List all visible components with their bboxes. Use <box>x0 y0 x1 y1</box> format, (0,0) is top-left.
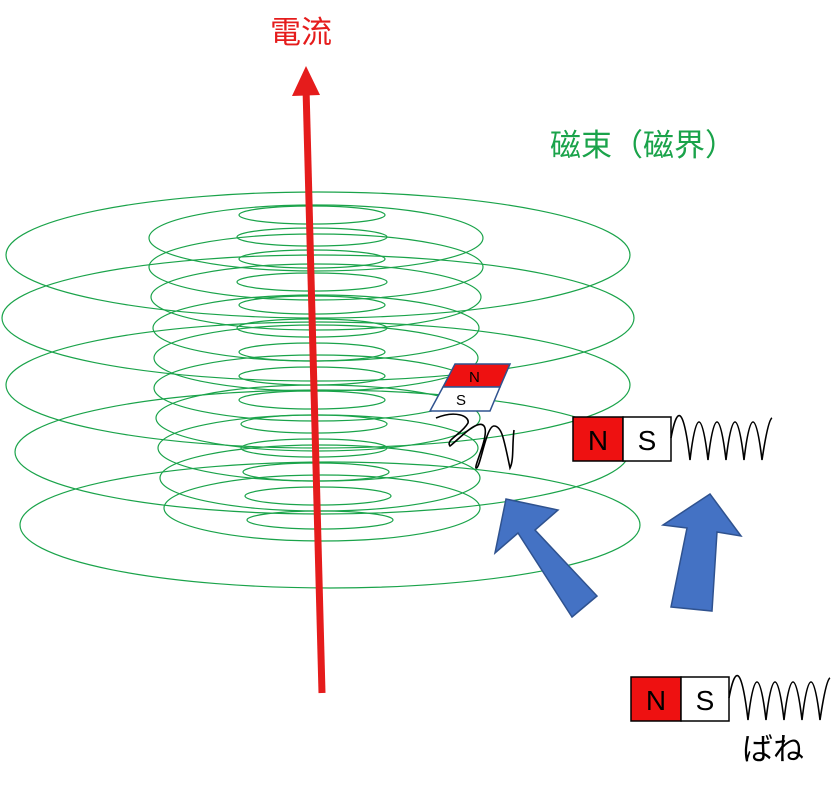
tilted-magnet: N S <box>428 363 512 412</box>
upper-magnet-south-label: S <box>638 425 657 456</box>
flux-ring-outer <box>19 461 641 589</box>
upper-magnet: N S <box>572 414 773 462</box>
current-arrow <box>292 66 326 694</box>
lower-magnet-south-label: S <box>696 685 715 716</box>
tilted-magnet-spring <box>435 413 515 471</box>
lower-magnet: N S <box>630 674 831 722</box>
lower-magnet-south <box>680 676 730 722</box>
flux-ring-middle <box>163 474 481 542</box>
flux-ring-middle <box>150 263 482 331</box>
flux-ring-outer <box>1 254 635 382</box>
flux-ring-middle <box>148 233 484 301</box>
upper-magnet-south <box>622 416 672 462</box>
spring-label: ばね <box>742 732 804 768</box>
current-label: 電流 <box>270 15 332 51</box>
upper-magnet-spring <box>670 414 773 461</box>
flux-ring-outer <box>5 191 631 319</box>
lower-magnet-spring <box>728 674 831 721</box>
upper-magnet-north-label: N <box>588 425 608 456</box>
flux-ring-middle <box>148 204 484 272</box>
move-arrow-vertical <box>660 492 743 612</box>
lower-magnet-north-label: N <box>646 685 666 716</box>
tilted-magnet-north-label: N <box>469 369 480 386</box>
tilted-magnet-south-label: S <box>456 392 466 409</box>
tilted-magnet-south <box>428 386 502 412</box>
move-arrow-diagonal <box>493 498 599 619</box>
flux-label: 磁束（磁界） <box>550 128 736 164</box>
